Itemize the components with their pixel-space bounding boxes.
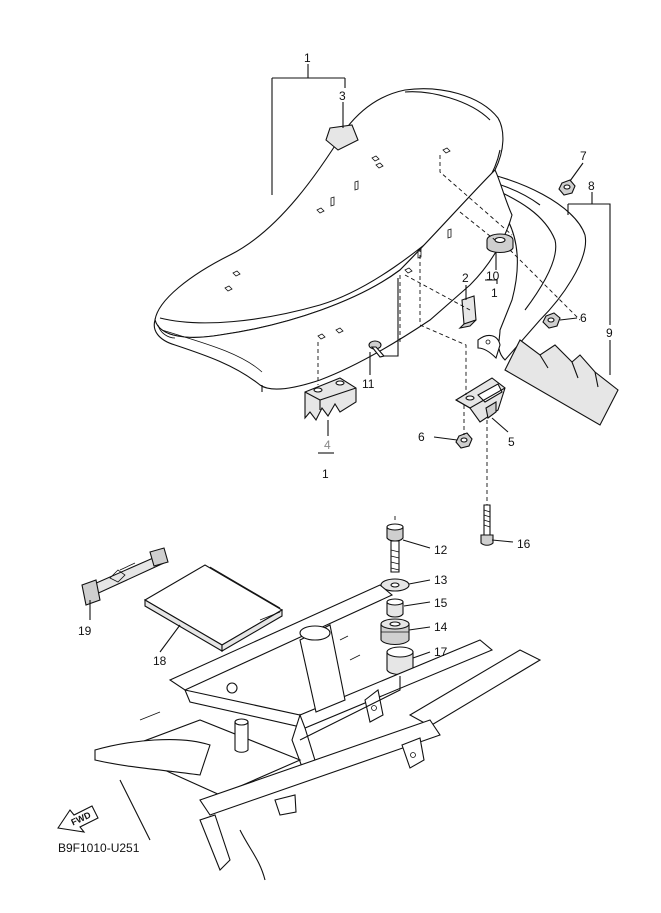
callout-13: 13 (434, 573, 448, 587)
callout-19: 19 (78, 624, 92, 638)
callout-4: 4 (324, 438, 331, 452)
part-18-pouch (143, 564, 284, 652)
part-19-strap (81, 547, 169, 606)
callout-7: 7 (580, 149, 587, 163)
callout-1-under-4: 1 (322, 467, 329, 481)
seat-hook-bracket (477, 334, 501, 360)
callout-6-right: 6 (580, 311, 587, 325)
part-2-bracket (458, 295, 477, 329)
part-9-damper-strip (504, 339, 619, 426)
callout-2: 2 (462, 271, 469, 285)
diagram-code: B9F1010-U251 (58, 841, 140, 855)
part-16-long-bolt (480, 504, 494, 546)
part-6-right-nut (542, 312, 561, 329)
callout-6-left: 6 (418, 430, 425, 444)
callout-9: 9 (606, 326, 613, 340)
callout-3: 3 (339, 89, 346, 103)
part-13-washer (380, 578, 410, 592)
callout-11: 11 (362, 377, 375, 391)
part-6-left-nut (455, 432, 473, 449)
callout-17: 17 (434, 645, 448, 659)
part-4-damper-block (304, 377, 357, 422)
fwd-arrow-icon: FWD (57, 805, 99, 833)
part-7-nut (558, 179, 576, 196)
part-10-grommet (486, 233, 514, 254)
seat-assembly (153, 88, 587, 392)
callout-15: 15 (434, 596, 448, 610)
leader-lines (89, 64, 611, 741)
callout-18: 18 (153, 654, 167, 668)
part-14-grommet (380, 618, 410, 646)
callout-10: 10 (486, 269, 500, 283)
callout-1-top: 1 (304, 51, 311, 65)
part-3-seat-patch (325, 124, 359, 151)
callout-12: 12 (434, 543, 448, 557)
assembly-dashed-lines (317, 155, 581, 520)
callout-1-under-10: 1 (491, 286, 498, 300)
callout-8: 8 (588, 179, 595, 193)
part-5-lock-bracket (454, 377, 506, 423)
frame (94, 584, 542, 881)
part-15-collar (386, 598, 404, 618)
callout-16: 16 (517, 537, 531, 551)
callout-labels: 1 3 7 8 9 2 10 1 6 11 4 1 6 5 16 12 13 1… (78, 51, 613, 668)
callout-5: 5 (508, 435, 515, 449)
seat-mount-marks (224, 147, 452, 340)
callout-14: 14 (434, 620, 448, 634)
part-12-bolt (386, 523, 404, 573)
